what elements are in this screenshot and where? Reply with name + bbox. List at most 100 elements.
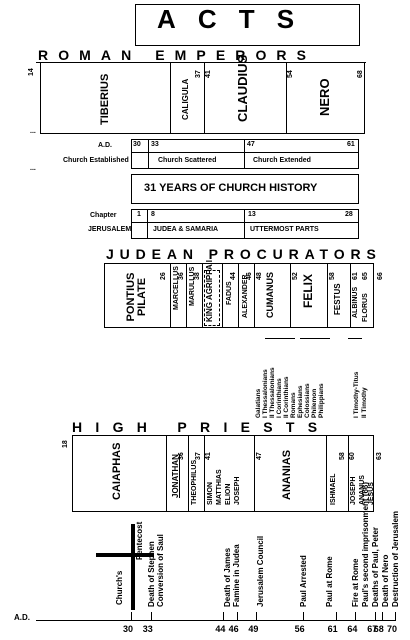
- event-paul-at-rome: Paul at Rome: [325, 556, 334, 607]
- emperor-year-54: 54: [287, 70, 294, 78]
- proc-year-52: 52: [292, 272, 299, 280]
- timeline-year-64: 64: [347, 624, 358, 634]
- emperor-year-37: 37: [195, 70, 202, 78]
- proc-florus: FLORUS: [362, 293, 369, 322]
- priest-matthias: MATTHIAS: [216, 469, 223, 505]
- priest-ananias: ANANIAS: [281, 449, 293, 500]
- emperor-year-68: 68: [357, 70, 364, 78]
- proc-year-46: 46: [246, 272, 253, 280]
- proc-pontius-pilate: PONTIUS PILATE: [125, 272, 148, 322]
- cross-horizontal: [96, 553, 154, 557]
- timeline-ad-label: A.D.: [14, 613, 30, 622]
- timeline-year-61: 61: [327, 624, 338, 634]
- priest-elion: ELION: [225, 483, 232, 505]
- timeline-year-56: 56: [294, 624, 305, 634]
- proc-year-66: 66: [377, 272, 384, 280]
- event-death-of-stephen: Death of Stephen: [147, 541, 156, 607]
- emperor-year-41: 41: [205, 70, 212, 78]
- church-year-30: 30: [133, 141, 141, 148]
- priest-simon: SIMON: [207, 482, 214, 505]
- priest-start-year: 18: [62, 440, 69, 448]
- emperor-tiberius: TIBERIUS: [99, 73, 111, 125]
- event-second-imprisonment: Paul's second imprisonment (66): [361, 481, 370, 607]
- chapter-8: 8: [151, 211, 155, 218]
- procurators-box: [104, 263, 374, 328]
- event-destruction-jerusalem: Destruction of Jerusalem: [391, 510, 400, 607]
- place-uttermost: UTTERMOST PARTS: [250, 226, 319, 233]
- acts-title: ACTS: [157, 4, 317, 34]
- pentecost-label: Pentecost: [135, 521, 144, 560]
- event-fire-at-rome: Fire at Rome: [351, 558, 360, 607]
- church-year-47: 47: [247, 141, 255, 148]
- timeline-year-30: 30: [123, 624, 134, 634]
- procurators-heading: JUDEAN PROCURATORS: [106, 246, 382, 262]
- acts-title-box: [135, 4, 360, 46]
- priest-year-47: 47: [256, 452, 263, 460]
- priest-year-41: 41: [205, 452, 212, 460]
- church-year-61: 61: [347, 141, 355, 148]
- chapter-1: 1: [137, 211, 141, 218]
- event-conversion-of-saul: Conversion of Saul: [156, 534, 165, 607]
- priest-caiaphas: CAIAPHAS: [111, 442, 123, 500]
- proc-fadus: FADUS: [226, 281, 233, 305]
- timeline-tick: [381, 612, 383, 620]
- place-jerusalem: JERUSALEM: [88, 226, 132, 233]
- proc-year-61: 61: [352, 272, 359, 280]
- place-judea-samaria: JUDEA & SAMARIA: [153, 226, 219, 233]
- history-box: [131, 174, 359, 204]
- chapters-box: [131, 209, 359, 239]
- emperor-nero: NERO: [317, 78, 332, 116]
- proc-year-36: 36: [178, 272, 185, 280]
- cross-vertical: [131, 524, 135, 610]
- timeline-tick: [223, 612, 225, 620]
- chapter-label: Chapter: [90, 212, 117, 219]
- history-label: 31 YEARS OF CHURCH HISTORY: [144, 182, 318, 194]
- church-extended: Church Extended: [253, 157, 311, 164]
- roman-emperors-heading: ROMAN EMPERORS: [38, 47, 317, 63]
- chapter-28: 28: [345, 211, 353, 218]
- priest-ishmael: ISHMAEL: [330, 473, 337, 506]
- proc-year-48: 48: [256, 272, 263, 280]
- high-priests-heading: HIGH PRIESTS: [72, 419, 331, 435]
- proc-alexander: ALEXANDER: [242, 274, 249, 318]
- church-year-33: 33: [151, 141, 159, 148]
- priest-year-58: 58: [339, 452, 346, 460]
- timeline-year-46: 46: [228, 624, 239, 634]
- timeline-tick: [375, 612, 377, 620]
- timeline-tick: [131, 612, 132, 620]
- chapter-13: 13: [248, 211, 256, 218]
- proc-cumanus: CUMANUS: [265, 272, 275, 318]
- priests-box: [72, 435, 374, 512]
- event-famine: Famine in Judea: [232, 544, 241, 607]
- event-jerusalem-council: Jerusalem Council: [256, 535, 265, 607]
- priest-year-36: 36: [178, 452, 185, 460]
- proc-year-58: 58: [329, 272, 336, 280]
- timeline-tick: [236, 612, 238, 620]
- proc-year-26: 26: [160, 272, 167, 280]
- event-paul-arrested: Paul Arrested: [299, 555, 308, 607]
- church-periods-box: [131, 139, 359, 169]
- timeline-tick: [355, 612, 357, 620]
- priest-year-63: 63: [376, 452, 383, 460]
- timeline-axis: [36, 620, 396, 621]
- emperor-claudius: CLAUDIUS: [235, 54, 250, 122]
- priest-year-60: 60: [349, 452, 356, 460]
- church-established: Church Established: [63, 157, 129, 164]
- emperor-caligula: CALIGULA: [181, 78, 190, 120]
- epistle-philippians: Philippians: [318, 383, 325, 418]
- event-death-of-james: Death of James: [223, 547, 232, 607]
- priest-joseph: JOSEPH: [234, 476, 241, 505]
- event-deaths-paul-peter: Deaths of Paul, Peter: [371, 526, 380, 607]
- timeline-year-67: 67: [367, 624, 378, 634]
- proc-year-65: 65: [362, 272, 369, 280]
- priest-theophilus: THEOPHILUS: [191, 459, 198, 505]
- timeline-tick: [395, 612, 396, 620]
- priest-jonathan: JONATHAN: [171, 454, 180, 498]
- timeline-year-33: 33: [142, 624, 153, 634]
- timeline-tick: [302, 612, 304, 620]
- timeline-year-68: 68: [373, 624, 384, 634]
- epistle-ii-timothy: II Timothy: [361, 387, 368, 418]
- priest-joseph-2: JOSEPH: [350, 476, 357, 505]
- timeline-tick: [150, 612, 152, 620]
